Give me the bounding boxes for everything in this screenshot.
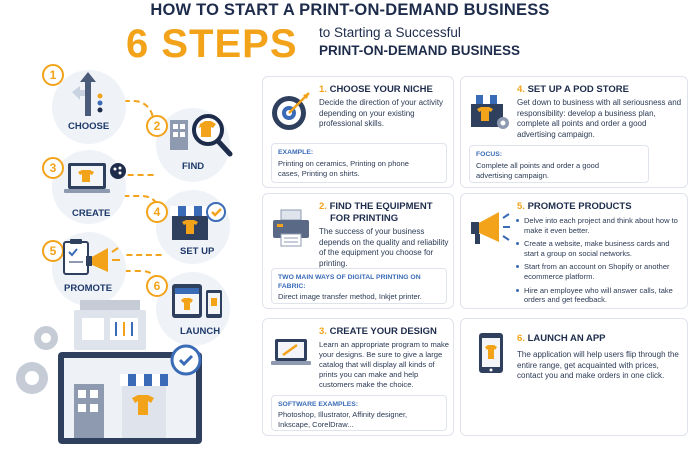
card-1-title-text: CHOOSE YOUR NICHE — [329, 84, 433, 95]
laptop-design-icon — [271, 339, 311, 365]
card-5-title-text: PROMOTE PRODUCTS — [527, 201, 632, 212]
card-6-title-text: LAUNCH AN APP — [527, 333, 606, 344]
print-shop-scene — [16, 300, 202, 444]
card-find-equipment: 2. FIND THE EQUIPMENT FOR PRINTING The s… — [262, 193, 454, 309]
card-2-ways-box: TWO MAIN WAYS OF DIGITAL PRINTING ON FAB… — [271, 268, 447, 304]
step-3-label: CREATE — [72, 208, 111, 219]
card-5-bullet-list: Delve into each project and think about … — [515, 216, 685, 309]
card-4-box-heading: FOCUS: — [476, 151, 503, 158]
card-2-box-body: Direct image transfer method, Inkjet pri… — [278, 292, 422, 301]
promote-megaphone-icon — [63, 239, 120, 275]
card-1-title: 1. CHOOSE YOUR NICHE — [319, 84, 433, 96]
setup-store-icon — [170, 202, 226, 240]
card-4-description: Get down to business with all seriousnes… — [517, 98, 682, 139]
list-item: Delve into each project and think about … — [515, 216, 685, 235]
card-create-design: 3. CREATE YOUR DESIGN Learn an appropria… — [262, 318, 454, 436]
card-2-description: The success of your business depends on … — [319, 227, 449, 268]
step-5-label: PROMOTE — [64, 283, 113, 294]
card-4-title: 4. SET UP A POD STORE — [517, 84, 629, 96]
step-6-number: 6 — [146, 275, 168, 297]
launch-devices-icon — [172, 284, 222, 318]
card-promote-products: 5. PROMOTE PRODUCTS Delve into each proj… — [460, 193, 688, 309]
step-3-number: 3 — [42, 157, 64, 179]
list-item: Hire an employee who will answer calls, … — [515, 286, 685, 305]
card-2-title: 2. FIND THE EQUIPMENT FOR PRINTING — [319, 201, 433, 225]
card-2-number: 2. — [319, 201, 327, 212]
subtitle-line-2: PRINT-ON-DEMAND BUSINESS — [319, 43, 521, 58]
step-1-number: 1 — [42, 64, 64, 86]
card-3-title: 3. CREATE YOUR DESIGN — [319, 326, 437, 338]
card-1-box-heading: EXAMPLE: — [278, 149, 314, 156]
card-2-title-text: FIND THE EQUIPMENT — [329, 201, 433, 212]
card-setup-store: 4. SET UP A POD STORE Get down to busine… — [460, 76, 688, 188]
card-choose-niche: 1. CHOOSE YOUR NICHE Decide the directio… — [262, 76, 454, 188]
card-3-title-text: CREATE YOUR DESIGN — [329, 326, 437, 337]
subtitle-line-1: to Starting a Successful — [319, 25, 461, 40]
card-2-box-heading: TWO MAIN WAYS OF DIGITAL PRINTING ON FAB… — [278, 274, 421, 290]
card-1-box-body: Printing on ceramics, Printing on phone … — [278, 159, 409, 178]
card-5-number: 5. — [517, 201, 525, 212]
step-2-label: FIND — [182, 161, 205, 172]
card-3-number: 3. — [319, 326, 327, 337]
card-5-title: 5. PROMOTE PRODUCTS — [517, 201, 632, 213]
card-launch-app: 6. LAUNCH AN APP The application will he… — [460, 318, 688, 436]
card-4-box-body: Complete all points and order a good adv… — [476, 161, 599, 180]
card-1-example-box: EXAMPLE: Printing on ceramics, Printing … — [271, 143, 447, 183]
card-1-description: Decide the direction of your activity de… — [319, 98, 444, 128]
megaphone-icon — [471, 212, 510, 244]
card-4-title-text: SET UP A POD STORE — [527, 84, 629, 95]
card-1-number: 1. — [319, 84, 327, 95]
card-6-description: The application will help users flip thr… — [517, 350, 679, 380]
create-laptop-icon — [64, 163, 126, 193]
card-3-description: Learn an appropriate program to make you… — [319, 340, 450, 389]
step-4-label: SET UP — [180, 246, 215, 257]
step-4-number: 4 — [146, 201, 168, 223]
printer-icon — [273, 209, 309, 247]
list-item: Create a website, make business cards an… — [515, 239, 685, 258]
target-icon — [272, 92, 310, 130]
step-6-label: LAUNCH — [180, 326, 221, 337]
card-3-software-box: SOFTWARE EXAMPLES: Photoshop, Illustrato… — [271, 395, 447, 431]
card-4-number: 4. — [517, 84, 525, 95]
card-3-box-body: Photoshop, Illustrator, Affinity designe… — [278, 410, 408, 429]
card-3-box-heading: SOFTWARE EXAMPLES: — [278, 401, 359, 408]
page-title: HOW TO START A PRINT-ON-DEMAND BUSINESS — [150, 1, 550, 19]
store-gear-icon — [469, 95, 509, 129]
card-6-title: 6. LAUNCH AN APP — [517, 333, 606, 345]
phone-app-icon — [479, 333, 503, 373]
find-magnifier-icon — [170, 114, 233, 157]
choose-arrows-icon — [72, 72, 103, 116]
step-1-label: CHOOSE — [68, 121, 110, 132]
six-steps-heading: 6 STEPS — [126, 22, 298, 66]
list-item: Start from an account on Shopify or anot… — [515, 262, 685, 281]
step-2-number: 2 — [146, 115, 168, 137]
card-6-number: 6. — [517, 333, 525, 344]
card-4-focus-box: FOCUS: Complete all points and order a g… — [469, 145, 649, 183]
card-2-title-text-line2: FOR PRINTING — [330, 213, 399, 224]
